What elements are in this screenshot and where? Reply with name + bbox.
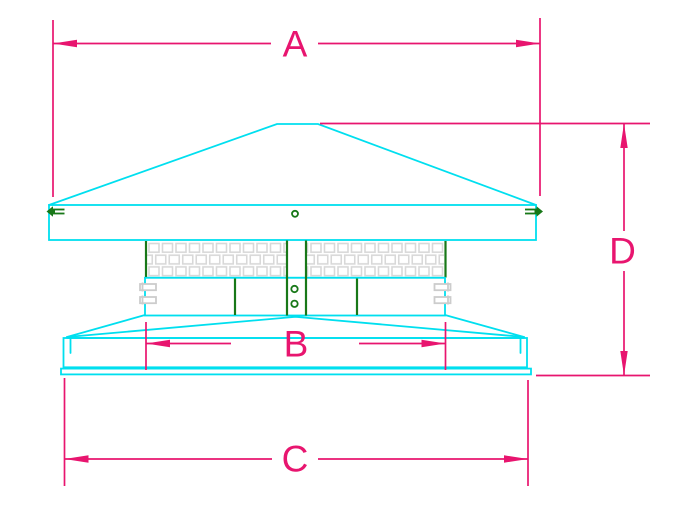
- dim-a-label: A: [283, 24, 308, 65]
- dimension-C: C: [63, 378, 529, 486]
- mesh-screen-left: [147, 242, 286, 277]
- dim-d-arrow-down-icon: [620, 351, 628, 376]
- cap-assembly: [48, 123, 537, 241]
- right-clip-upper: [433, 283, 452, 292]
- dimension-A: A: [52, 18, 541, 197]
- dimension-D: D: [320, 122, 650, 377]
- center-support-strut: [285, 240, 308, 316]
- flare-hip-right: [444, 314, 525, 338]
- cap-clip-right-slot: [525, 210, 535, 213]
- left-clip-upper: [139, 283, 157, 292]
- dim-d-arrow-up-icon: [620, 123, 628, 148]
- strut-rivet-upper: [290, 284, 299, 294]
- flare-back-hip-left: [66, 315, 300, 338]
- cap-rivet: [291, 209, 299, 218]
- base-plate: [60, 367, 532, 376]
- throat-body: [144, 276, 446, 317]
- flare-hip-left: [66, 314, 146, 338]
- mesh-screen-right: [307, 242, 444, 277]
- dim-c-arrow-right-icon: [504, 455, 528, 463]
- left-clip-lower: [139, 296, 157, 305]
- dimension-B: B: [145, 322, 447, 370]
- flare-back-hip-right: [291, 315, 525, 338]
- cap-clip-left-slot: [55, 210, 65, 213]
- cap-clip-right-icon: [536, 206, 543, 217]
- base-curb: [60, 337, 532, 376]
- dim-c-label: C: [282, 439, 309, 480]
- screen-band: [144, 241, 447, 279]
- strut-rivet-lower: [290, 299, 299, 308]
- cap-skirt-band: [48, 204, 537, 241]
- cap-hardware: [46, 206, 543, 218]
- curb-body: [62, 337, 528, 369]
- dim-d-label: D: [609, 231, 636, 272]
- cap-clip-left-icon: [46, 206, 53, 217]
- dim-b-arrow-right-icon: [421, 339, 446, 348]
- throat-clips: [139, 282, 452, 305]
- dim-a-arrow-right-icon: [516, 39, 540, 48]
- dim-b-arrow-left-icon: [146, 339, 170, 348]
- right-clip-lower: [433, 296, 452, 305]
- throat-section: [144, 276, 446, 317]
- dim-c-arrow-left-icon: [64, 455, 89, 463]
- cap-roof-outline: [48, 123, 537, 206]
- dim-a-arrow-left-icon: [53, 39, 77, 48]
- dim-b-label: B: [284, 324, 309, 365]
